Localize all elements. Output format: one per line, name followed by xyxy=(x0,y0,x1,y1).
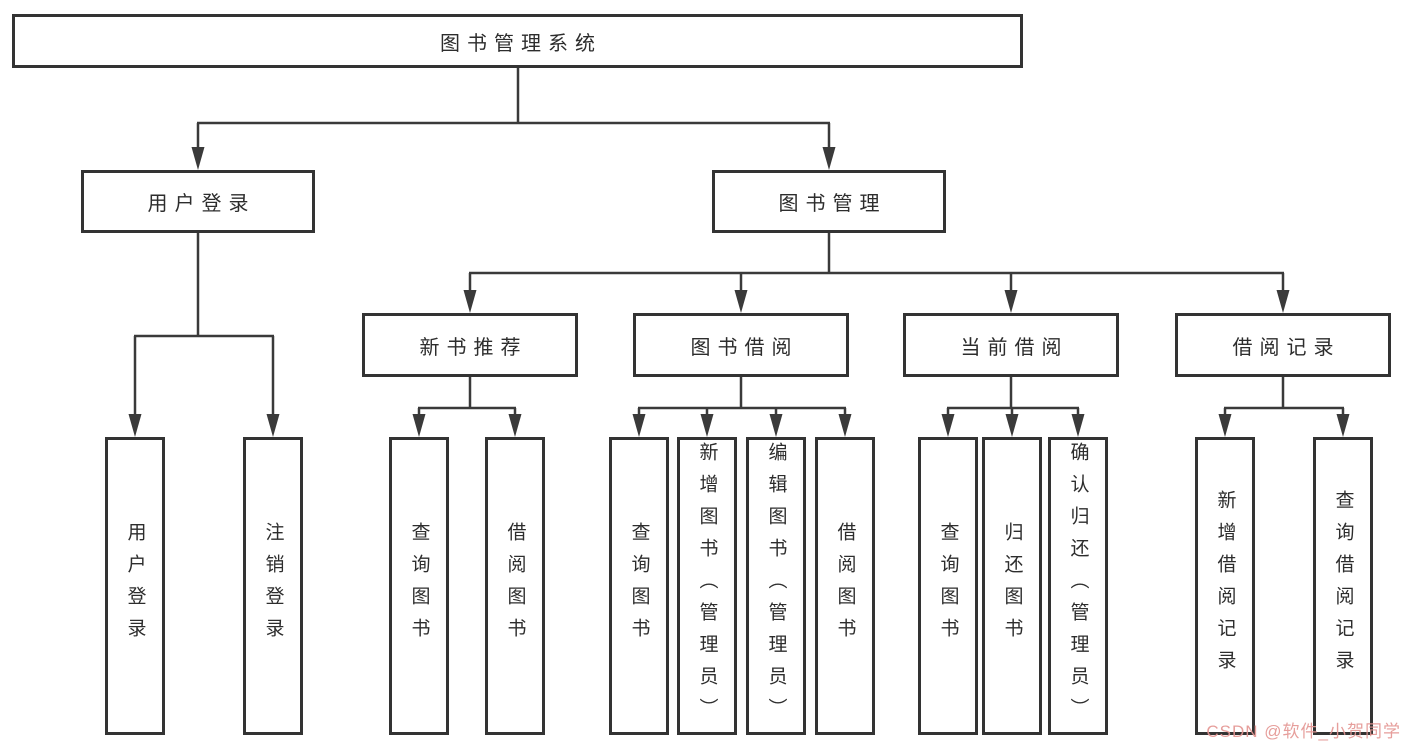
leaf-logout-label: 注销登录 xyxy=(262,522,284,650)
leaf-borrow-edit-admin: 编辑图书（管理员） xyxy=(746,437,806,735)
leaf-newbook-borrow-label: 借阅图书 xyxy=(504,522,526,650)
node-book-management: 图书管理 xyxy=(712,170,946,233)
node-book-borrow-label: 图书借阅 xyxy=(690,336,799,359)
leaf-current-return-label: 归还图书 xyxy=(1001,522,1023,650)
node-new-book-recommend-label: 新书推荐 xyxy=(419,336,528,359)
node-root-label: 图书管理系统 xyxy=(440,32,602,55)
node-borrow-records: 借阅记录 xyxy=(1175,313,1391,377)
leaf-records-query: 查询借阅记录 xyxy=(1313,437,1373,735)
node-new-book-recommend: 新书推荐 xyxy=(362,313,578,377)
watermark: CSDN @软件_小贺同学 xyxy=(1206,722,1401,741)
leaf-newbook-query-label: 查询图书 xyxy=(408,522,430,650)
leaf-logout: 注销登录 xyxy=(243,437,303,735)
leaf-borrow-add-admin: 新增图书（管理员） xyxy=(677,437,737,735)
node-borrow-records-label: 借阅记录 xyxy=(1232,336,1341,359)
leaf-newbook-query: 查询图书 xyxy=(389,437,449,735)
leaf-records-query-label: 查询借阅记录 xyxy=(1332,490,1354,682)
leaf-records-add-label: 新增借阅记录 xyxy=(1214,490,1236,682)
node-user-login-label: 用户登录 xyxy=(147,193,256,215)
node-book-borrow: 图书借阅 xyxy=(633,313,849,377)
leaf-borrow-query-label: 查询图书 xyxy=(628,522,650,650)
leaf-borrow-query: 查询图书 xyxy=(609,437,669,735)
leaf-current-confirm-admin-label: 确认归还（管理员） xyxy=(1067,442,1089,730)
leaf-records-add: 新增借阅记录 xyxy=(1195,437,1255,735)
leaf-current-query: 查询图书 xyxy=(918,437,978,735)
leaf-borrow-edit-admin-label: 编辑图书（管理员） xyxy=(765,442,787,730)
node-current-borrow: 当前借阅 xyxy=(903,313,1119,377)
leaf-borrow-add-admin-label: 新增图书（管理员） xyxy=(696,442,718,730)
node-user-login: 用户登录 xyxy=(81,170,315,233)
leaf-borrow-book-label: 借阅图书 xyxy=(834,522,856,650)
leaf-current-query-label: 查询图书 xyxy=(937,522,959,650)
node-book-management-label: 图书管理 xyxy=(778,193,887,215)
node-current-borrow-label: 当前借阅 xyxy=(960,336,1069,359)
leaf-user-login: 用户登录 xyxy=(105,437,165,735)
leaf-user-login-label: 用户登录 xyxy=(124,522,146,650)
leaf-current-return: 归还图书 xyxy=(982,437,1042,735)
leaf-current-confirm-admin: 确认归还（管理员） xyxy=(1048,437,1108,735)
node-root: 图书管理系统 xyxy=(12,14,1023,68)
leaf-newbook-borrow: 借阅图书 xyxy=(485,437,545,735)
leaf-borrow-book: 借阅图书 xyxy=(815,437,875,735)
